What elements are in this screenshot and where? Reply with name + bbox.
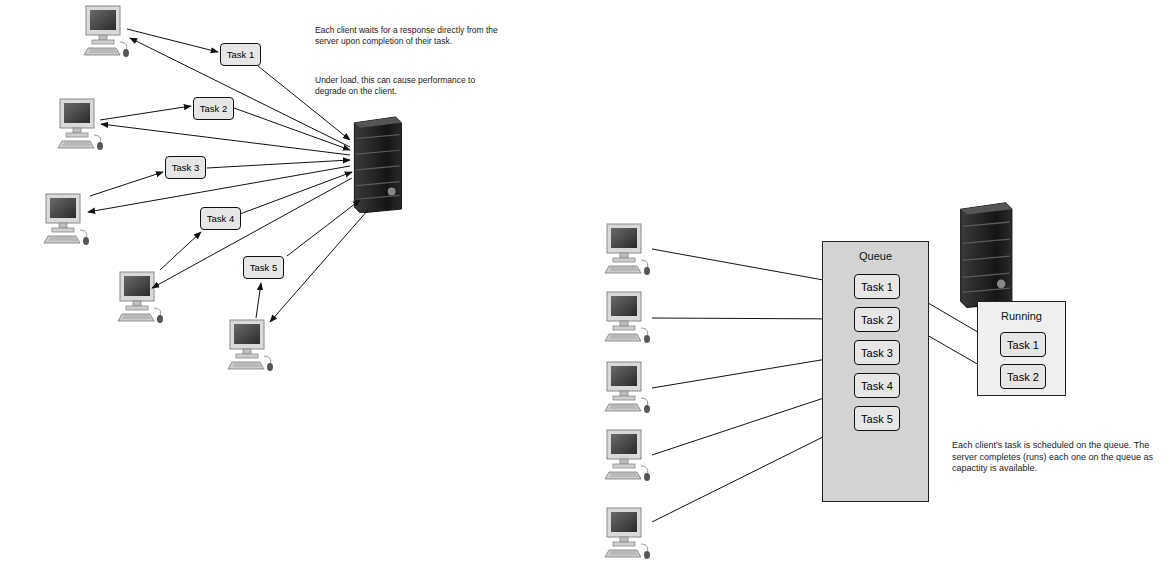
queue-panel: QueueTask 1 Task 2 Task 3 Task 4 Task 5 [822, 241, 929, 502]
client-computer [605, 292, 650, 343]
client-computer [605, 362, 650, 413]
task-box: Task 3 [854, 340, 900, 365]
task-box: Task 2 [193, 97, 234, 120]
client-computer [84, 6, 129, 57]
task-box: Task 1 [854, 274, 900, 299]
task-label: Task 1 [227, 49, 254, 60]
client-computer [605, 430, 650, 481]
client-computer [605, 508, 650, 559]
task-label: Task 5 [250, 262, 277, 273]
task-label: Task 3 [861, 347, 893, 359]
note-text: Under load, this can cause performance t… [315, 75, 500, 97]
task-box: Task 3 [165, 156, 206, 179]
task-box: Task 5 [854, 406, 900, 431]
task-label: Task 5 [861, 413, 893, 425]
client-computer [605, 224, 650, 275]
client-computer [44, 194, 89, 245]
client-computer [118, 272, 163, 323]
task-label: Task 2 [200, 103, 227, 114]
client-computer [228, 320, 273, 371]
panel-heading: Running [978, 310, 1065, 322]
note-text: Each client waits for a response directl… [315, 25, 500, 47]
task-label: Task 1 [1007, 339, 1039, 351]
task-box: Task 4 [854, 373, 900, 398]
task-box: Task 5 [243, 256, 284, 279]
task-label: Task 3 [172, 162, 199, 173]
task-box: Task 4 [200, 207, 241, 230]
task-label: Task 2 [1007, 371, 1039, 383]
server [961, 203, 1012, 308]
task-box: Task 2 [1000, 364, 1046, 389]
task-label: Task 4 [207, 213, 234, 224]
note-text: Each client's task is scheduled on the q… [952, 440, 1167, 475]
task-box: Task 1 [220, 43, 261, 66]
task-box: Task 1 [1000, 332, 1046, 357]
server [354, 117, 401, 213]
client-computer [58, 99, 103, 150]
panel-heading: Queue [823, 250, 928, 262]
task-label: Task 4 [861, 380, 893, 392]
task-label: Task 1 [861, 281, 893, 293]
task-label: Task 2 [861, 314, 893, 326]
request-arrows [88, 29, 368, 322]
running-panel: RunningTask 1 Task 2 [977, 301, 1066, 396]
task-box: Task 2 [854, 307, 900, 332]
